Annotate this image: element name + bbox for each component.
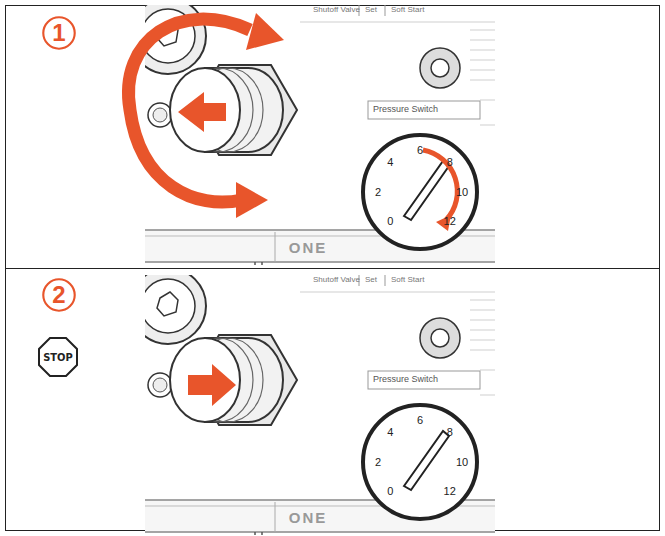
panel-label: Shutoff Valve [313,6,360,14]
dial-number: 12 [444,486,456,497]
panel-label: Set [365,276,377,284]
step-number-text: 2 [52,283,65,307]
dial-number: 8 [447,427,453,438]
dial-number: 6 [417,145,423,156]
step-number: 1 [42,16,76,50]
dial-number: 0 [387,486,393,497]
stop-text: STOP [43,352,73,363]
dial-number: 10 [456,457,468,468]
brand-logo: ONE [289,240,328,255]
panel-label: Soft Start [391,276,424,284]
dial-number: 2 [375,457,381,468]
panel-label: Shutoff Valve [313,276,360,284]
stop-sign: STOP [38,337,78,377]
dial-number: 12 [444,216,456,227]
step-number: 2 [42,278,76,312]
step-number-text: 1 [52,21,65,45]
switch-label: Pressure Switch [373,105,438,114]
dial-number: 8 [447,157,453,168]
panel-label: Set [365,6,377,14]
dial-number: 0 [387,216,393,227]
dial-number: 6 [417,415,423,426]
dial-number: 4 [387,427,393,438]
dial-number: 10 [456,187,468,198]
dial-number: 2 [375,187,381,198]
dial-number: 4 [387,157,393,168]
switch-label: Pressure Switch [373,375,438,384]
brand-logo: ONE [289,510,328,525]
panel-label: Soft Start [391,6,424,14]
